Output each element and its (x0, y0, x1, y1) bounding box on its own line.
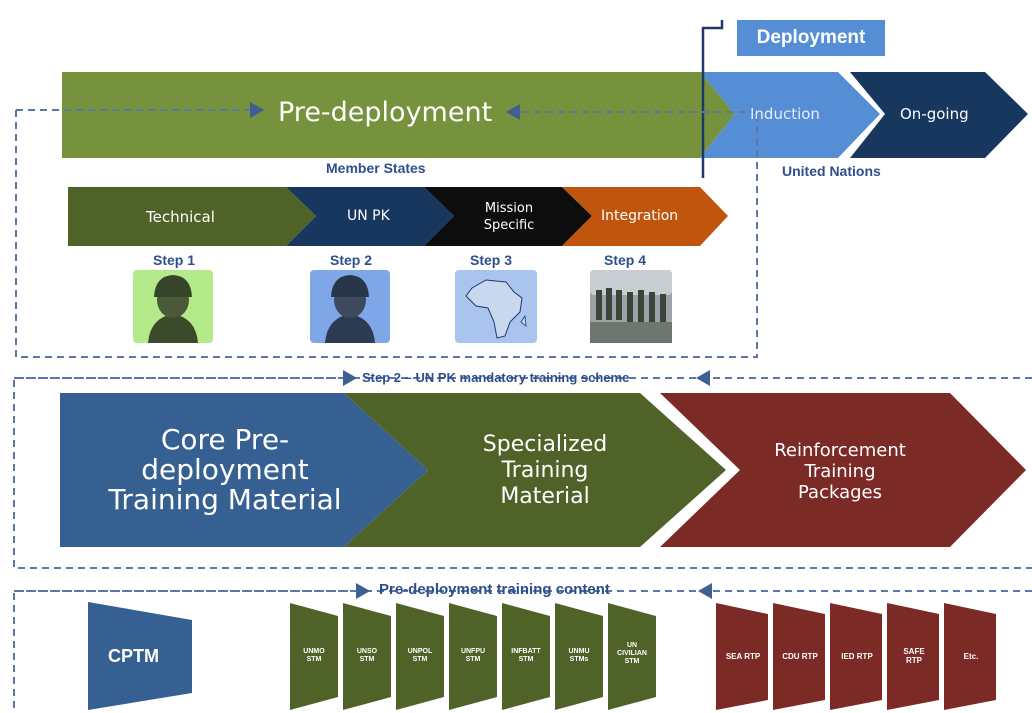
stm-label-infbatt: INFBATT STM (511, 648, 541, 663)
rtp-label-sea: SEA RTP (725, 652, 761, 661)
step-1-label: Step 1 (153, 252, 196, 268)
rtp-label-safe: SAFE RTP (903, 647, 925, 665)
stm-label-un-civilian: UN CIVILIAN STM (617, 642, 647, 665)
step-label-technical: Technical (146, 208, 215, 226)
ongoing-arrow (850, 72, 1028, 158)
specialized-label: Specialized Training Material (482, 432, 608, 509)
step-4-label: Step 4 (604, 252, 647, 268)
step-label-mission-specific: Mission Specific (483, 201, 535, 233)
rtp-label-ied: IED RTP (841, 652, 873, 661)
content-heading: Pre-deployment training content (379, 581, 610, 598)
member-states-label: Member States (326, 160, 426, 176)
rtp-label-cdu: CDU RTP (782, 652, 818, 661)
ongoing-label: On-going (900, 105, 969, 123)
member-states-dashed-border (15, 110, 758, 358)
step-label-unpk: UN PK (347, 208, 390, 224)
rtp-shapes (716, 603, 996, 710)
content-dashed-border (13, 590, 1032, 713)
technical-arrow (68, 187, 316, 246)
core-arrow (60, 393, 428, 547)
induction-label: Induction (750, 105, 820, 123)
stm-label-unpol: UNPOL STM (407, 648, 433, 663)
core-label: Core Pre- deployment Training Material (108, 423, 342, 516)
deployment-box (737, 20, 885, 56)
troops-photo (590, 270, 672, 343)
deployment-label: Deployment (756, 27, 866, 48)
integration-arrow (562, 187, 728, 246)
stm-label-unfpu: UNFPU STM (460, 648, 486, 663)
mission-specific-arrow (424, 187, 592, 246)
africa-map-icon (455, 270, 537, 343)
reinforcement-arrow (660, 393, 1026, 547)
cptm-shape (88, 602, 192, 710)
pre-deployment-arrow (62, 72, 735, 158)
stm-label-unmo: UNMO STM (303, 648, 325, 663)
step-2-label: Step 2 (330, 252, 373, 268)
unpk-arrow (286, 187, 454, 246)
scheme-dashed-border (13, 377, 1032, 569)
soldier-icon-green (133, 270, 213, 343)
rtp-label-etc: Etc. (963, 652, 979, 661)
stm-label-unmu: UNMU STMs (568, 648, 590, 663)
step-label-integration: Integration (601, 208, 679, 224)
deployment-bracket (701, 20, 724, 178)
soldier-icon-blue (310, 270, 390, 343)
stm-label-unso: UNSO STM (356, 648, 378, 663)
stm-shapes (290, 603, 656, 710)
scheme-heading: Step 2 – UN PK mandatory training scheme (362, 370, 630, 385)
specialized-arrow (344, 393, 726, 547)
cptm-label: CPTM (108, 646, 159, 666)
pre-deployment-label: Pre-deployment (278, 97, 493, 128)
step-3-label: Step 3 (470, 252, 513, 268)
induction-arrow (700, 72, 880, 158)
united-nations-label: United Nations (782, 163, 881, 179)
reinforcement-label: Reinforcement Training Packages (774, 440, 906, 503)
